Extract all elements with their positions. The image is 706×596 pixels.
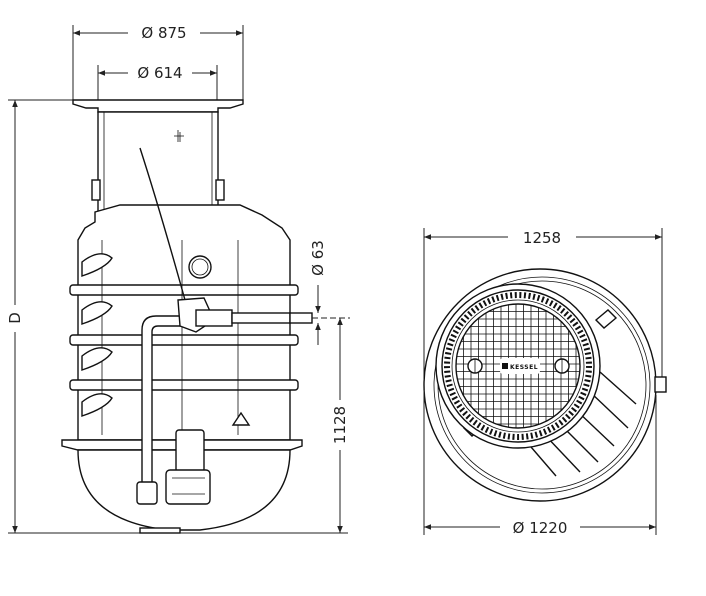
dim-label-875: Ø 875 [141,24,186,42]
dimension-tank-diameter: Ø 1220 [423,390,657,537]
side-view: Ø 875 Ø 614 D [6,24,350,534]
outlet-pipe [289,312,350,324]
dimension-width: 1258 [423,228,663,385]
dim-label-63: Ø 63 [309,240,327,276]
shaft [72,99,244,223]
dim-label-d: D [6,312,24,324]
svg-text:KESSEL: KESSEL [510,364,538,371]
dimension-depth: D [6,99,150,534]
dim-label-1128: 1128 [331,406,349,444]
dim-label-1258: 1258 [523,229,561,247]
pump-assembly [136,297,291,505]
dim-label-1220: Ø 1220 [513,519,568,537]
dimension-shaft-diameter: Ø 614 [97,64,218,100]
dimension-outer-diameter: Ø 875 [72,24,244,100]
dimension-pipe-height: 1128 [180,318,349,534]
top-view: 1258 [423,228,667,537]
dim-label-614: Ø 614 [137,64,182,82]
lid: KESSEL [435,283,601,449]
kessel-logo [500,358,540,374]
dimension-pipe-diameter: Ø 63 [309,240,327,345]
